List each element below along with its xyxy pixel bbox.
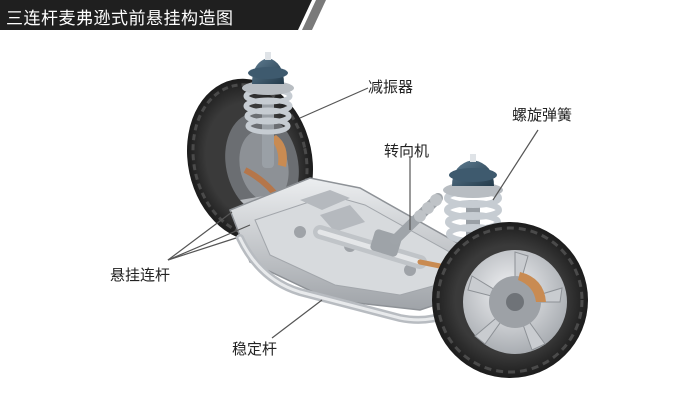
label-coil-spring: 螺旋弹簧 bbox=[512, 104, 572, 125]
left-top-stud bbox=[265, 52, 271, 60]
label-stabilizer-bar: 稳定杆 bbox=[232, 338, 277, 359]
right-top-stud bbox=[470, 154, 476, 162]
leader-line-shock-absorber bbox=[300, 88, 368, 118]
leader-line-coil-spring bbox=[493, 130, 538, 200]
leader-line-suspension-link-2 bbox=[168, 225, 250, 260]
leader-line-suspension-link-3 bbox=[168, 238, 236, 260]
left-top-bearing bbox=[248, 67, 288, 79]
leader-line-suspension-link-1 bbox=[168, 212, 232, 260]
right-wheel bbox=[432, 222, 588, 378]
right-top-bearing bbox=[449, 168, 497, 182]
right-hub bbox=[506, 293, 524, 311]
label-suspension-links: 悬挂连杆 bbox=[110, 264, 170, 285]
leader-line-stabilizer-bar bbox=[272, 300, 322, 338]
label-shock-absorber: 减振器 bbox=[368, 76, 413, 97]
label-steering-gear: 转向机 bbox=[384, 140, 429, 161]
